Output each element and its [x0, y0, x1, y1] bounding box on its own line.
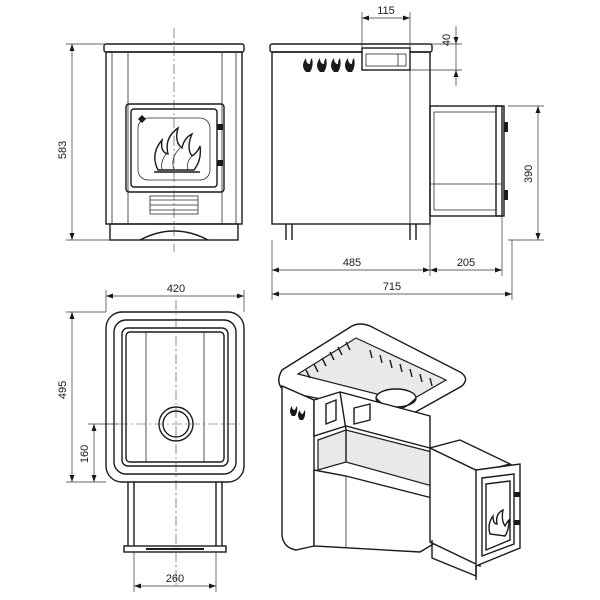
dim-tunnel-width: 260: [166, 573, 184, 585]
dim-firebox-height: 390: [523, 165, 535, 183]
dim-handle-height: 40: [441, 34, 453, 46]
dim-front-height: 583: [57, 141, 69, 159]
rim-slots: [305, 341, 433, 387]
side-flames-icon: [303, 58, 355, 72]
dim-plan-depth: 495: [57, 381, 69, 399]
isometric-flames-icon: [290, 406, 306, 420]
isometric-cutaway-view: [278, 323, 521, 580]
side-view: 115 40 390 485 205 715: [269, 5, 544, 300]
dim-handle-width: 115: [377, 5, 395, 17]
front-view: 583: [57, 28, 245, 252]
dim-flue-offset: 160: [79, 445, 91, 463]
plan-view: 420 495 160 260: [57, 283, 245, 592]
dim-overall-depth: 715: [383, 281, 401, 293]
dim-firebox-protrusion: 205: [457, 257, 475, 269]
flame-icon: [154, 126, 202, 173]
dim-plan-width: 420: [167, 283, 185, 295]
dim-body-depth: 485: [343, 257, 361, 269]
